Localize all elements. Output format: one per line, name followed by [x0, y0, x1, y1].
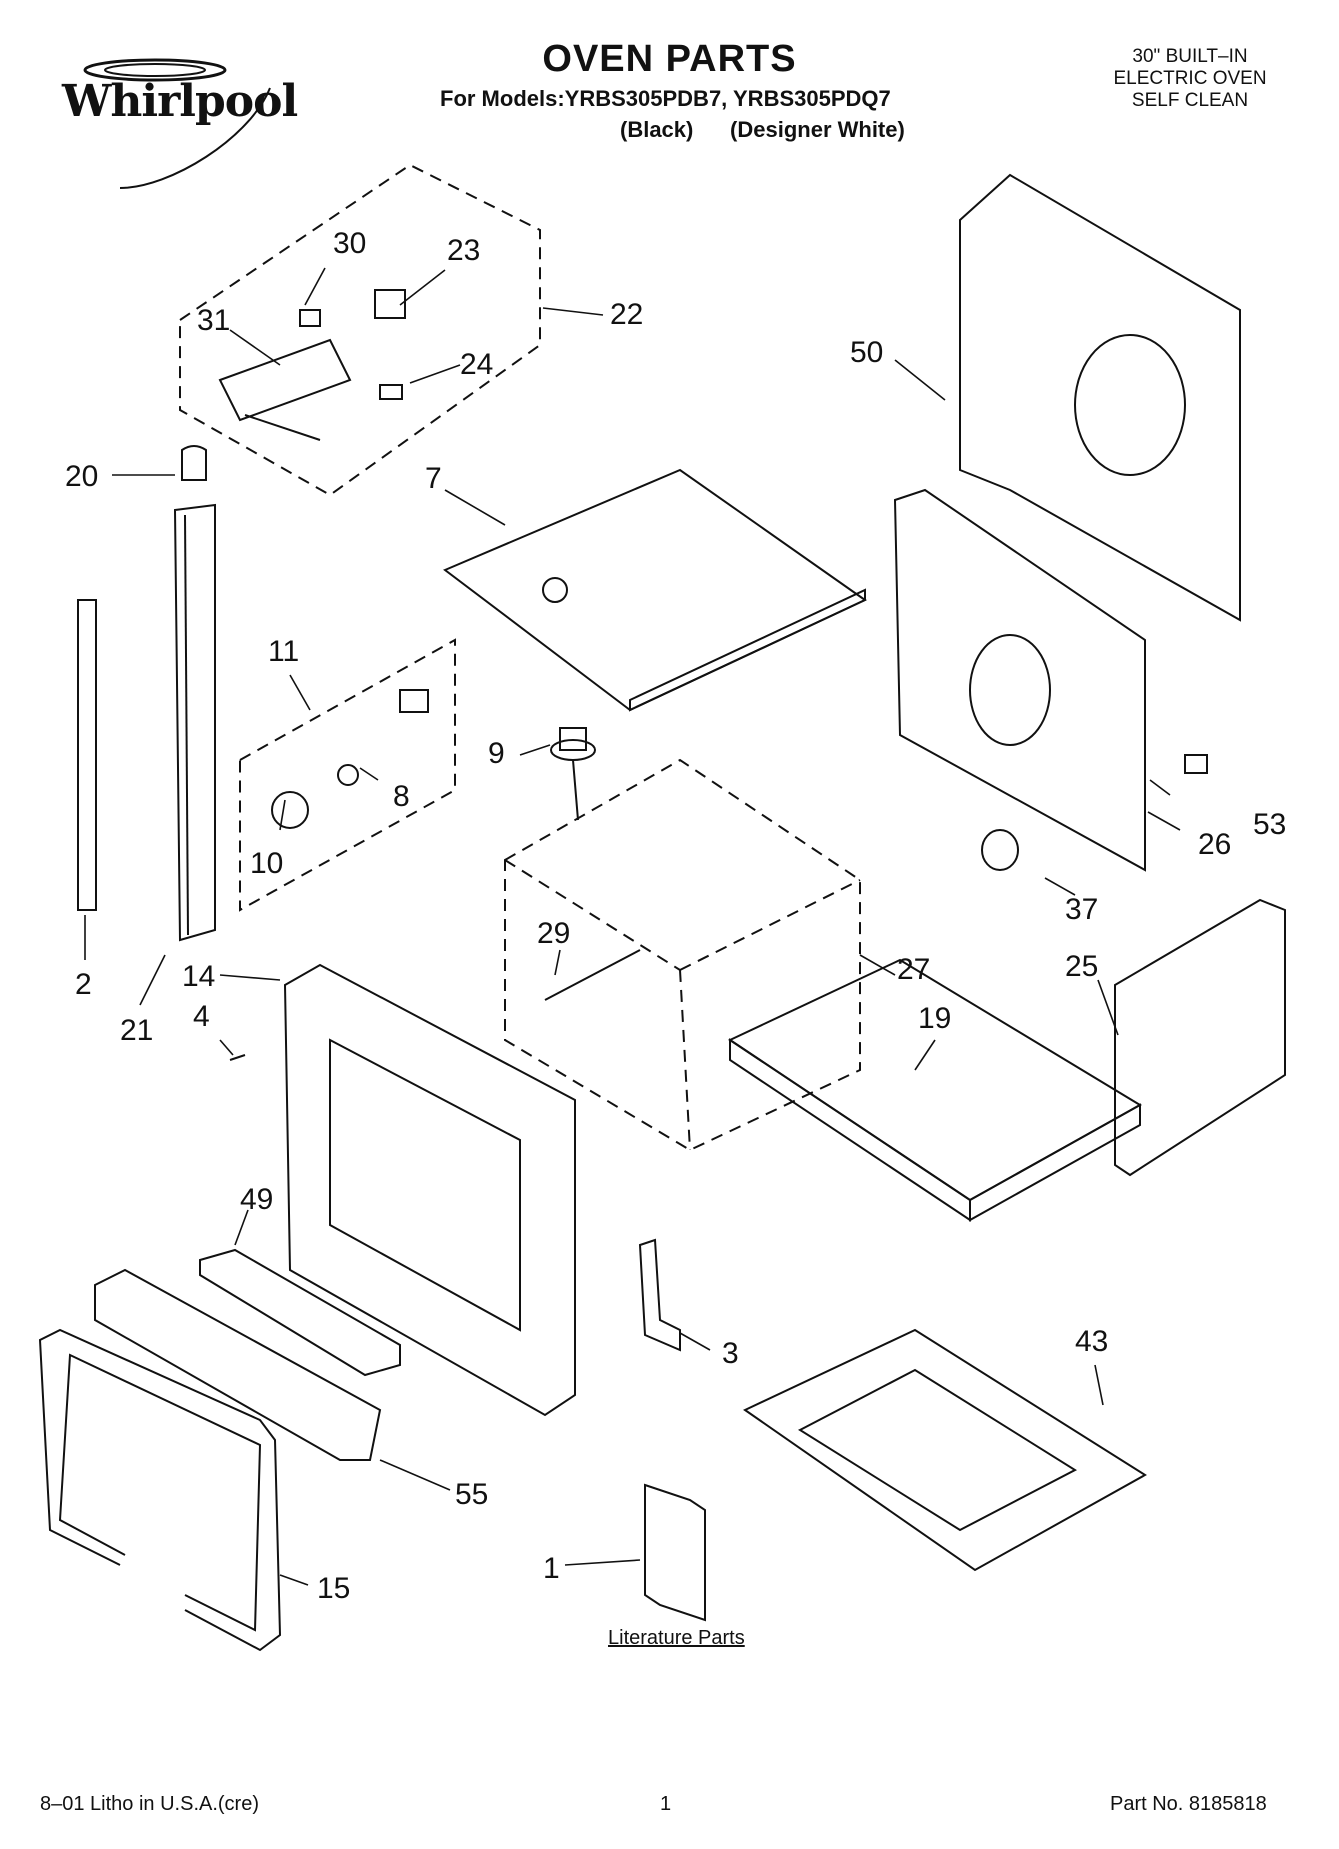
callout-1: 1 — [543, 1552, 560, 1585]
part-43-bottom-tray — [743, 1328, 1147, 1572]
product-line-3: SELF CLEAN — [1131, 90, 1249, 111]
part-21-side-trim — [173, 503, 216, 942]
callout-2: 2 — [75, 968, 92, 1001]
callout-8: 8 — [393, 780, 410, 813]
callout-11: 11 — [268, 635, 300, 668]
part-20 — [181, 445, 207, 481]
callout-27: 27 — [897, 953, 931, 986]
callout-50: 50 — [850, 336, 884, 369]
callout-29: 29 — [537, 917, 571, 950]
product-line-2: ELECTRIC OVEN — [1113, 68, 1267, 89]
part-22-control-assembly — [179, 163, 541, 497]
callout-24: 24 — [460, 348, 494, 381]
part-29-probe — [544, 949, 641, 1001]
callout-26: 26 — [1198, 828, 1232, 861]
part-25-side-panel — [1114, 898, 1286, 1177]
litho-note: 8–01 Litho in U.S.A.(cre) — [40, 1793, 259, 1815]
part-11-switch-group — [239, 638, 456, 912]
callout-25: 25 — [1065, 950, 1099, 983]
part-3-bracket — [638, 1238, 681, 1352]
brand-logo-text: Whirlpool — [62, 76, 298, 127]
models-line: For Models:YRBS305PDB7, YRBS305PDQ7 — [440, 86, 891, 111]
part-53 — [1184, 754, 1208, 774]
part-37 — [981, 829, 1019, 871]
part-1-literature — [644, 1483, 706, 1622]
callout-37: 37 — [1065, 893, 1099, 926]
callout-3: 3 — [722, 1337, 739, 1370]
callout-53: 53 — [1253, 808, 1287, 841]
literature-parts-label: Literature Parts — [608, 1627, 745, 1649]
part-9-sensor — [550, 727, 596, 821]
callout-14: 14 — [182, 960, 216, 993]
part-55-vent-trim — [94, 1268, 382, 1461]
callout-21: 21 — [120, 1014, 154, 1047]
callout-9: 9 — [488, 737, 505, 770]
callout-7: 7 — [425, 462, 442, 495]
part-7-top-panel — [443, 468, 867, 712]
colors-line: (Black) (Designer White) — [620, 117, 905, 142]
part-27-oven-cavity — [504, 758, 861, 1152]
callout-15: 15 — [317, 1572, 351, 1605]
part-50-rear-panel — [959, 173, 1241, 622]
product-line-1: 30" BUILT–IN — [1132, 46, 1248, 67]
callout-43: 43 — [1075, 1325, 1109, 1358]
product-description: 30" BUILT–IN ELECTRIC OVEN SELF CLEAN — [1100, 46, 1280, 112]
callout-30: 30 — [333, 227, 367, 260]
page-number: 1 — [660, 1793, 672, 1815]
callout-4: 4 — [193, 1000, 210, 1033]
part-15-door-gasket — [38, 1328, 282, 1652]
page-title: OVEN PARTS — [542, 38, 797, 80]
callout-20: 20 — [65, 460, 99, 493]
callout-10: 10 — [250, 847, 284, 880]
callout-31: 31 — [197, 304, 231, 337]
part-26-back-frame — [893, 488, 1146, 872]
part-19-bottom-cover — [727, 958, 1142, 1222]
whirlpool-logo — [83, 58, 271, 189]
part-2-rail — [77, 599, 97, 911]
part-49-strip — [199, 1248, 401, 1377]
callout-23: 23 — [447, 234, 481, 267]
leader-lines — [84, 267, 1181, 1586]
callout-55: 55 — [455, 1478, 489, 1511]
callout-19: 19 — [918, 1002, 952, 1035]
part-number: Part No. 8185818 — [1110, 1793, 1267, 1815]
callout-49: 49 — [240, 1183, 274, 1216]
part-4-screw — [229, 1054, 246, 1061]
part-14-front-frame — [283, 963, 576, 1417]
callout-22: 22 — [610, 298, 644, 331]
